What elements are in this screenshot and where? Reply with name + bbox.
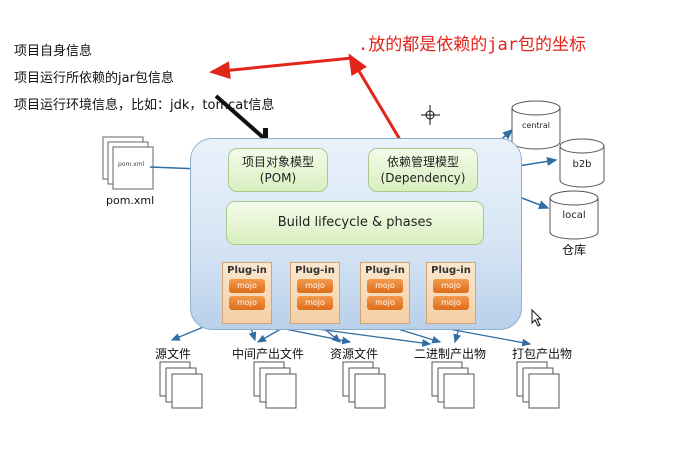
plugin-box-1: Plug-in mojo mojo [222,262,272,324]
note-project-info: 项目自身信息 [14,44,93,59]
plugin-box-2: Plug-in mojo mojo [290,262,340,324]
dependency-model-box: 依赖管理模型 (Dependency) [368,148,478,192]
pom-file-page-label: pom.xml [118,161,145,168]
mojo-chip: mojo [297,279,333,293]
pom-model-box: 项目对象模型 (POM) [228,148,328,192]
pom-box-title: 项目对象模型 [241,155,314,169]
mojo-chip: mojo [367,279,403,293]
output-files-icon-2 [253,361,297,409]
mojo-chip: mojo [297,296,333,310]
output-files-icon-3 [342,361,386,409]
output-label-binary: 二进制产出物 [414,347,487,361]
output-label-source: 源文件 [155,347,192,361]
repo-local-icon [549,190,599,240]
output-label-resources: 资源文件 [330,347,379,361]
output-label-package: 打包产出物 [512,347,573,361]
repo-local-label: local [562,210,586,221]
mojo-chip: mojo [229,296,265,310]
plugin-title: Plug-in [227,265,267,276]
mouse-pointer-icon [531,308,543,327]
mojo-chip: mojo [433,296,469,310]
dependency-box-title: 依赖管理模型 [386,155,459,169]
pom-box-subtitle: (POM) [259,171,297,185]
output-files-icon-4 [431,361,475,409]
plugin-title: Plug-in [365,265,405,276]
red-arrow-to-note [209,56,353,80]
plugin-title: Plug-in [295,265,335,276]
dependency-box-subtitle: (Dependency) [380,171,466,185]
pom-file-label: pom.xml [106,194,155,207]
output-label-intermediate: 中间产出文件 [232,347,305,361]
note-environment-info: 项目运行环境信息，比如：jdk，tomcat信息 [14,98,275,113]
repository-label: 仓库 [562,243,587,257]
black-pointer-stroke [214,94,268,142]
plugin-title: Plug-in [431,265,471,276]
plugin-box-4: Plug-in mojo mojo [426,262,476,324]
mojo-chip: mojo [229,279,265,293]
red-arrow-to-dependency [348,53,407,149]
pom-file-icon [102,136,154,190]
crosshair-cursor-icon [421,105,440,125]
build-lifecycle-box: Build lifecycle & phases [226,201,484,245]
output-files-icon-5 [516,361,560,409]
repo-b2b-label: b2b [572,159,592,170]
mojo-chip: mojo [367,296,403,310]
repo-central-icon [511,100,561,150]
repo-central-label: central [522,121,550,130]
note-dependency-info: 项目运行所依赖的jar包信息 [14,71,174,86]
annotation-red-title: .放的都是依赖的jar包的坐标 [358,35,586,55]
plugin-box-3: Plug-in mojo mojo [360,262,410,324]
repo-b2b-icon [559,138,605,188]
output-files-icon-1 [159,361,203,409]
mojo-chip: mojo [433,279,469,293]
